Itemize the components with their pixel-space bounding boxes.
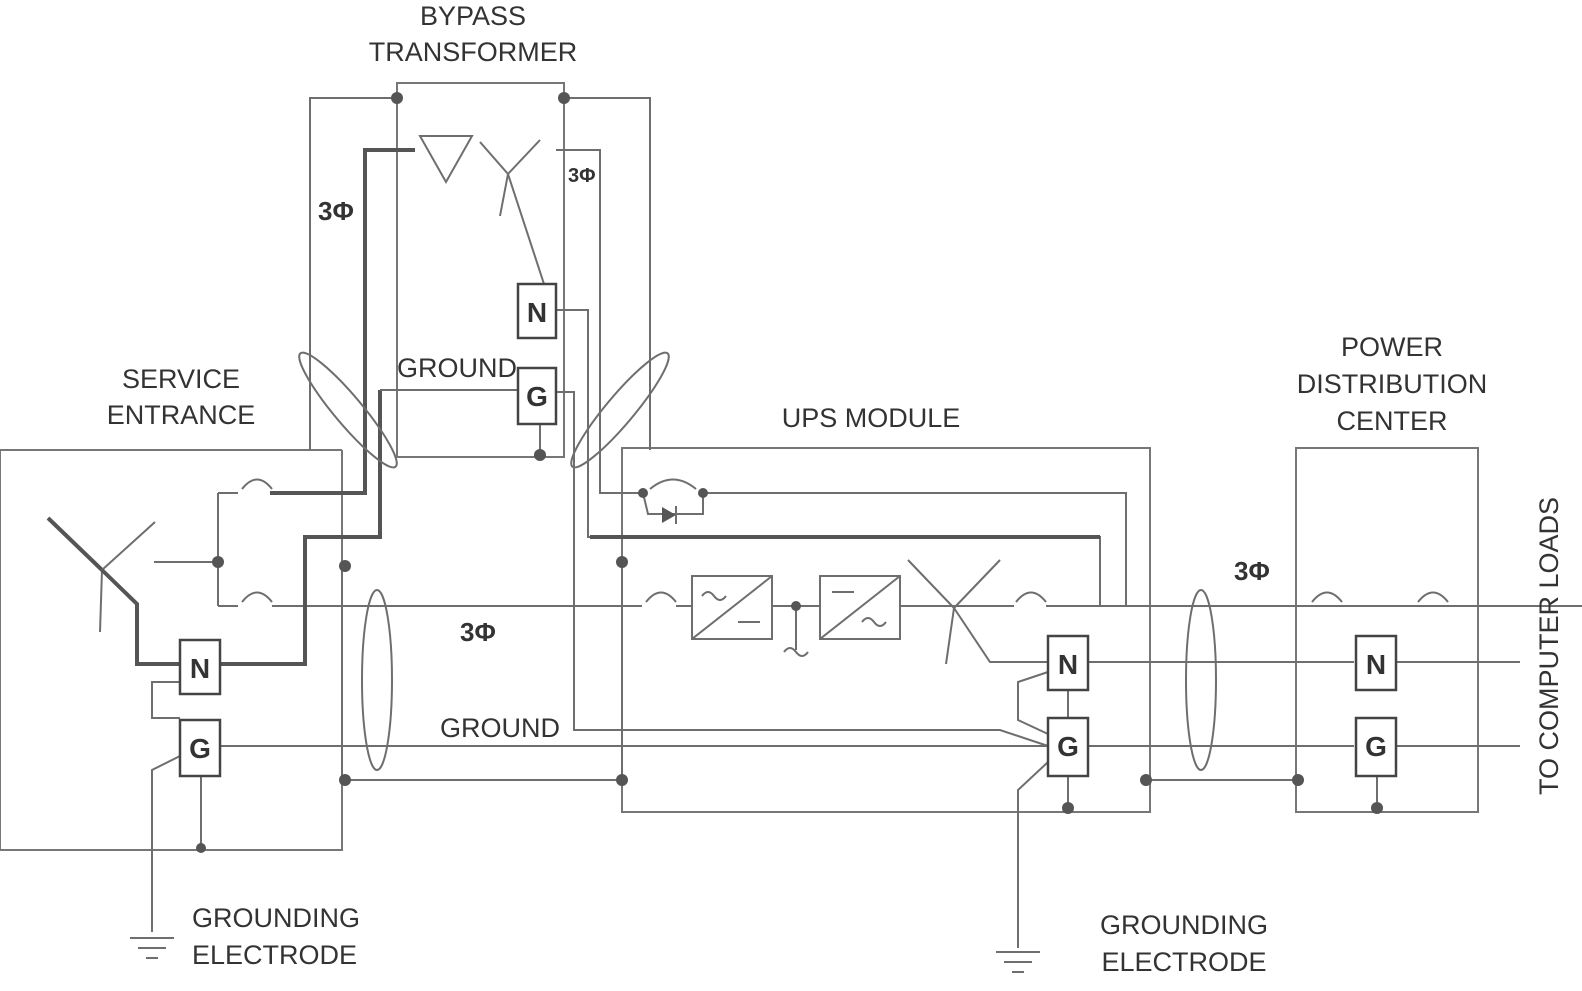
svg-text:G: G — [189, 733, 211, 764]
svg-text:N: N — [527, 297, 547, 328]
ground-label-lower: GROUND — [440, 713, 560, 743]
svg-text:G: G — [1365, 731, 1387, 762]
junction-dots — [196, 92, 1383, 853]
svg-text:G: G — [1057, 731, 1079, 762]
ups-ground-terminal: G — [1046, 716, 1090, 778]
bypass-input-conduit-oval — [298, 351, 398, 469]
phase-label-pdc-feeder: 3Φ — [1234, 556, 1270, 586]
grounding-electrode-right-line2: ELECTRODE — [1101, 947, 1266, 977]
left-grounding-electrode-symbol — [130, 937, 174, 959]
bypass-transformer-enclosure — [396, 82, 565, 458]
bypass-output-conduit-oval — [570, 351, 670, 469]
phase-label-service-feeder: 3Φ — [460, 617, 496, 647]
grounding-electrode-right-line1: GROUNDING — [1100, 910, 1268, 940]
grounding-electrode-left-line1: GROUNDING — [192, 903, 360, 933]
bypass-output-conduit — [564, 97, 651, 450]
service-entrance-label-line2: ENTRANCE — [107, 400, 256, 430]
svg-text:G: G — [526, 381, 548, 412]
ups-neutral-terminal: N — [1046, 634, 1090, 692]
svg-text:N: N — [1366, 649, 1386, 680]
bypass-transformer-label-line1: BYPASS — [420, 1, 526, 31]
feeder-conduit-left — [361, 589, 393, 771]
service-neutral-terminal: N — [178, 638, 222, 696]
service-ground-terminal: G — [178, 718, 222, 778]
bypass-neutral-terminal: N — [516, 282, 558, 340]
pdc-neutral-terminal: N — [1354, 634, 1398, 692]
bypass-transformer-label-line2: TRANSFORMER — [369, 37, 578, 67]
pdc-ground-terminal: G — [1354, 716, 1398, 778]
bypass-input-conduit — [309, 97, 397, 450]
ground-label-upper: GROUND — [397, 353, 517, 383]
pdc-label-line3: CENTER — [1336, 406, 1447, 436]
pdc-enclosure — [1295, 447, 1479, 813]
bypass-transformer-wiring — [380, 135, 1101, 747]
pdc-wiring — [1311, 591, 1520, 808]
pdc-label-line1: POWER — [1341, 332, 1443, 362]
ups-module-wiring — [642, 478, 1582, 948]
service-entrance-enclosure — [0, 449, 343, 851]
ups-module-label: UPS MODULE — [782, 403, 961, 433]
grounding-electrode-left-line2: ELECTRODE — [192, 940, 357, 970]
svg-text:N: N — [1058, 649, 1078, 680]
service-entrance-label-line1: SERVICE — [122, 364, 240, 394]
right-grounding-electrode-symbol — [996, 951, 1040, 973]
phase-label-bypass-input: 3Φ — [318, 196, 354, 226]
phase-label-bypass-output: 3Φ — [568, 165, 596, 187]
service-entrance-wiring — [46, 148, 1050, 932]
feeder-conduit-right — [1185, 589, 1217, 771]
svg-text:N: N — [190, 653, 210, 684]
pdc-label-line2: DISTRIBUTION — [1297, 369, 1488, 399]
bypass-ground-terminal: G — [516, 366, 558, 426]
to-computer-loads-label: TO COMPUTER LOADS — [1534, 497, 1564, 795]
